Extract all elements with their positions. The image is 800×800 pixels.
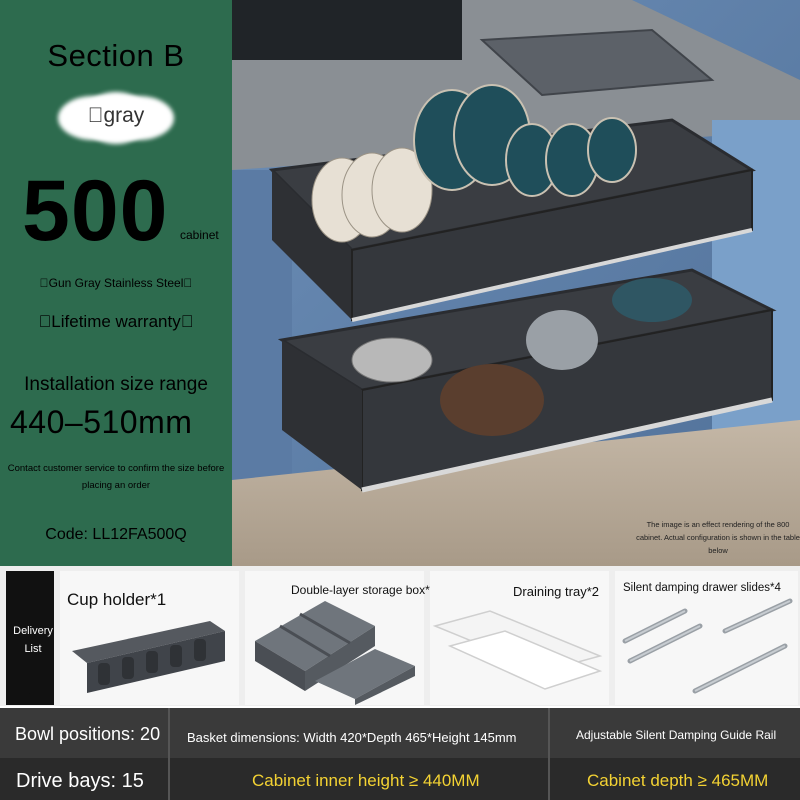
delivery-list-tab: [6, 571, 54, 705]
bowl-positions: Bowl positions: 20: [15, 724, 161, 744]
kitchen-drawer-illustration: [232, 0, 800, 566]
delivery-item-drawer-slides: [615, 571, 798, 705]
drive-bays: Drive bays: 15: [16, 770, 144, 792]
storage-box-image: [255, 601, 415, 705]
spec-divider: [548, 708, 550, 800]
cabinet-depth: Cabinet depth ≥ 465MM: [587, 771, 769, 790]
product-photo: [232, 0, 800, 566]
section-title: Section B: [47, 38, 185, 73]
spec-divider: [168, 708, 170, 800]
rendering-disclaimer: The image is an effect rendering of the …: [636, 520, 800, 555]
contact-note: Contact customer service to confirm the …: [7, 463, 225, 491]
delivery-item-draining-tray: [430, 571, 609, 705]
delivery-item-label: Draining tray*2: [513, 584, 599, 599]
delivery-item-storage-box: [245, 571, 424, 705]
installation-range-label: Installation size range: [24, 374, 208, 395]
material-label:  Gun Gray Stainless Steel : [39, 276, 193, 290]
delivery-item-label: Double-layer storage box*1: [291, 583, 437, 597]
cabinet-size-number: 500: [22, 163, 169, 259]
delivery-tab-arrow: [6, 571, 54, 705]
product-code: Code: LL12FA500Q: [45, 526, 187, 543]
cabinet-inner-height: Cabinet inner height ≥ 440MM: [252, 771, 480, 790]
spec-row-dimensions: [0, 708, 800, 758]
installation-range-value: 440–510mm: [10, 404, 193, 440]
cabinet-size-unit: cabinet: [180, 228, 219, 242]
delivery-item-label: Cup holder*1: [67, 590, 167, 609]
draining-tray-image: [432, 610, 603, 690]
delivery-item-cup-holder: [60, 571, 239, 705]
color-label:  gray: [87, 104, 145, 127]
color-badge: [58, 92, 174, 144]
spec-row-requirements: [0, 758, 800, 800]
cup-holder-image: [72, 621, 225, 693]
delivery-list-label: Delivery List: [13, 625, 53, 655]
warranty-label:  Lifetime warranty : [38, 312, 194, 331]
guide-rail-spec: Adjustable Silent Damping Guide Rail: [576, 728, 777, 742]
delivery-item-label: Silent damping drawer slides*4: [623, 582, 781, 594]
basket-dimensions: Basket dimensions: Width 420*Depth 465*H…: [187, 730, 517, 745]
drawer-slides-image: [622, 598, 793, 694]
